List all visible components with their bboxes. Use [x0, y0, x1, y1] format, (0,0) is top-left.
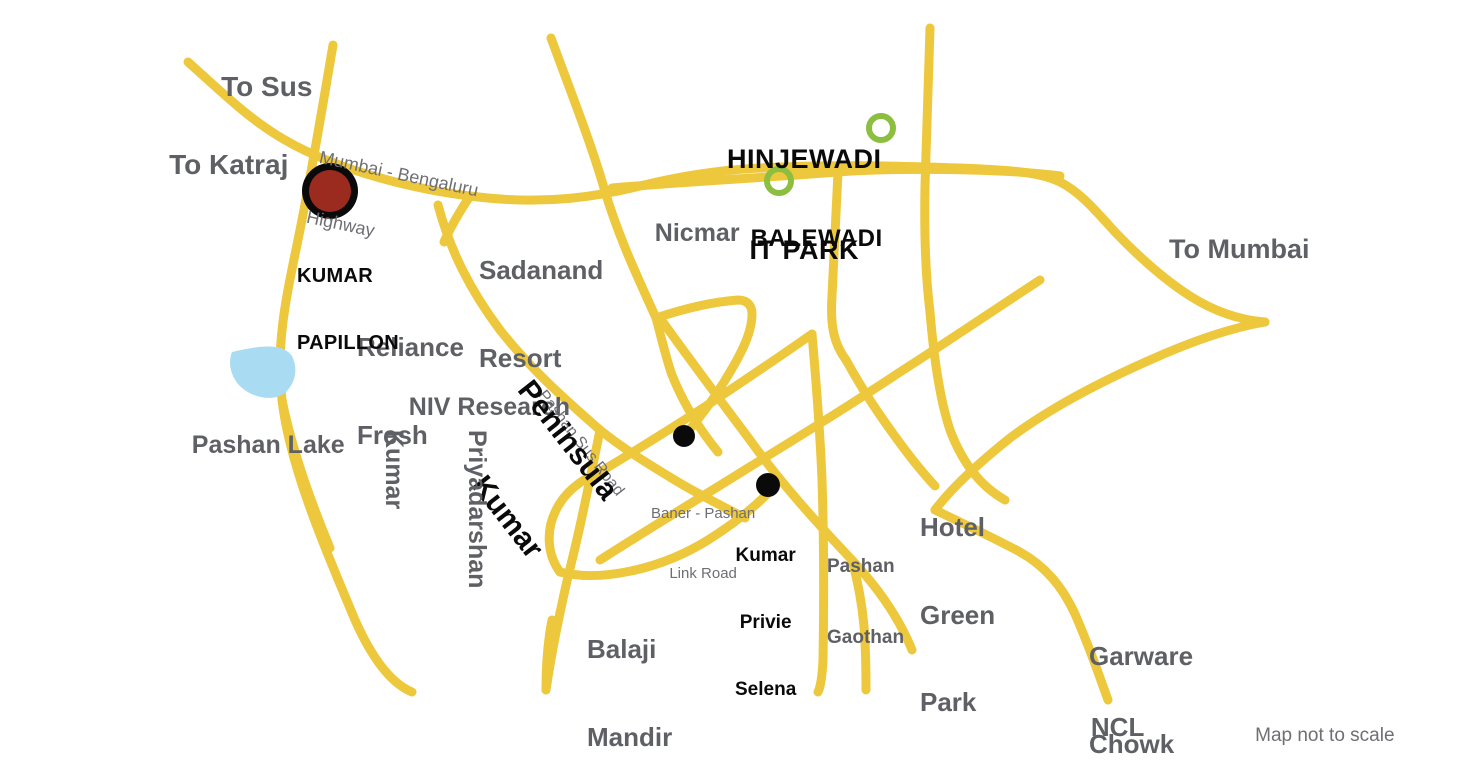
pashan-lake-text: Pashan Lake — [191, 431, 345, 459]
road-balewadi-horizontal — [607, 164, 1065, 193]
kumar-papillon-line1: KUMAR — [297, 264, 373, 287]
label-kumar-papillon: KUMAR PAPILLON — [297, 220, 399, 399]
road-bottom-left-vertical — [541, 615, 557, 695]
label-reliance-fresh: Reliance Fresh — [357, 275, 464, 508]
marker-kumar-peninsula-dot — [673, 425, 695, 447]
to-katraj-text: To Katraj — [169, 149, 289, 181]
road-pashan-sus — [595, 425, 750, 523]
label-pashan-gaothan: Pashan Gaothan — [827, 507, 904, 697]
road-mumbai-southwest — [930, 317, 1270, 515]
marker-balewadi-green-ring — [764, 166, 794, 196]
sadanand-line1: Sadanand — [479, 255, 604, 286]
balaji-line2: Mandir — [587, 721, 673, 752]
sadanand-line2: Resort — [479, 342, 562, 373]
label-pashan-lake: Pashan Lake — [164, 403, 345, 487]
road-center-vertical-lower — [651, 313, 723, 457]
road-top-center-vertical — [546, 33, 661, 323]
road-balaji-arc — [555, 481, 780, 580]
pashan-lake-water — [230, 346, 296, 398]
road-main-diagonal-se — [655, 313, 917, 655]
gaothan-line1: Pashan — [827, 555, 895, 577]
balewadi-text: BALEWADI — [750, 224, 883, 252]
baner-link-line1: Baner - Pashan — [651, 504, 756, 522]
privie-line1: Kumar — [735, 544, 796, 566]
label-hinjewadi-it-park: HINJEWADI IT PARK — [727, 84, 882, 326]
privie-line2: Privie — [739, 612, 792, 634]
hgp-line1: Hotel — [920, 512, 985, 543]
road-baner-pashan-link — [544, 467, 605, 577]
road-far-right-vertical — [920, 23, 935, 317]
balaji-line1: Balaji — [587, 634, 657, 665]
garware-line2: Chowk — [1089, 728, 1175, 759]
road-pashan-gaothan-vertical — [847, 555, 871, 695]
label-to-mumbai: To Mumbai — [1139, 204, 1310, 295]
road-far-left-lower — [277, 395, 335, 553]
label-hotel-green-park: Hotel Green Park — [920, 455, 995, 769]
hinjewadi-line2: IT PARK — [749, 235, 860, 266]
hgp-line2: Green — [920, 599, 996, 630]
marker-hinjewadi-green-ring — [866, 113, 896, 143]
baner-link-line2: Link Road — [669, 565, 737, 583]
label-balewadi: BALEWADI — [722, 199, 883, 280]
road-right-center-lower — [841, 355, 940, 491]
road-bottom-center-vertical — [807, 329, 829, 697]
road-to-sus-katraj — [183, 57, 645, 205]
label-kumar-privie-selena: Kumar Privie Selena — [735, 500, 796, 746]
kumar-papillon-line2: PAPILLON — [297, 331, 400, 354]
road-highway-to-pashan-sus — [433, 200, 605, 435]
reliance-line1: Reliance — [357, 332, 464, 363]
marker-kumar-privie-selena-dot — [756, 473, 780, 497]
label-baner-pashan-link-road: Baner - Pashan Link Road — [651, 463, 755, 625]
road-reliance-spur — [439, 191, 475, 247]
to-sus-text: To Sus — [221, 71, 313, 103]
label-ncl: NCL — [1062, 684, 1144, 769]
road-priyadarshan — [541, 425, 605, 695]
label-to-katraj: To Katraj — [138, 118, 288, 212]
highway-line1: Mumbai - Bengaluru — [317, 147, 481, 201]
road-right-of-center-vertical — [827, 167, 851, 365]
label-balaji-mandir: Balaji Mandir — [587, 577, 672, 769]
label-nicmar: Nicmar — [627, 191, 740, 275]
label-to-sus: To Sus — [190, 40, 312, 134]
garware-line1: Garware — [1089, 641, 1194, 672]
map-scale-note: Map not to scale — [1234, 704, 1395, 768]
road-to-mumbai-diagonal — [1110, 227, 1270, 327]
reliance-line2: Fresh — [357, 419, 428, 450]
label-niv-research: NIV Research — [381, 365, 570, 449]
niv-research-text: NIV Research — [408, 393, 570, 421]
gaothan-line2: Gaothan — [827, 626, 905, 648]
map-scale-note-text: Map not to scale — [1255, 725, 1395, 747]
privie-line3: Selena — [735, 679, 797, 701]
nicmar-text: Nicmar — [654, 219, 740, 247]
label-sadanand-resort: Sadanand Resort — [479, 198, 603, 431]
road-peninsula-diagonal — [595, 329, 817, 477]
label-kumar-priyadarshan: Priyadarshan Kumar — [325, 430, 545, 588]
hgp-line3: Park — [920, 686, 977, 717]
ncl-text: NCL — [1090, 712, 1145, 743]
road-hotel-green-park-curve — [925, 307, 1010, 505]
road-garware-ncl — [930, 505, 1113, 705]
priyadarshan-line1: Kumar — [380, 430, 409, 510]
priyadarshan-line2: Priyadarshan — [463, 430, 491, 589]
to-mumbai-text: To Mumbai — [1169, 234, 1310, 265]
hinjewadi-line1: HINJEWADI — [727, 144, 882, 175]
marker-kumar-papillon-fill — [309, 170, 351, 212]
label-garware-chowk: Garware Chowk — [1089, 584, 1193, 769]
